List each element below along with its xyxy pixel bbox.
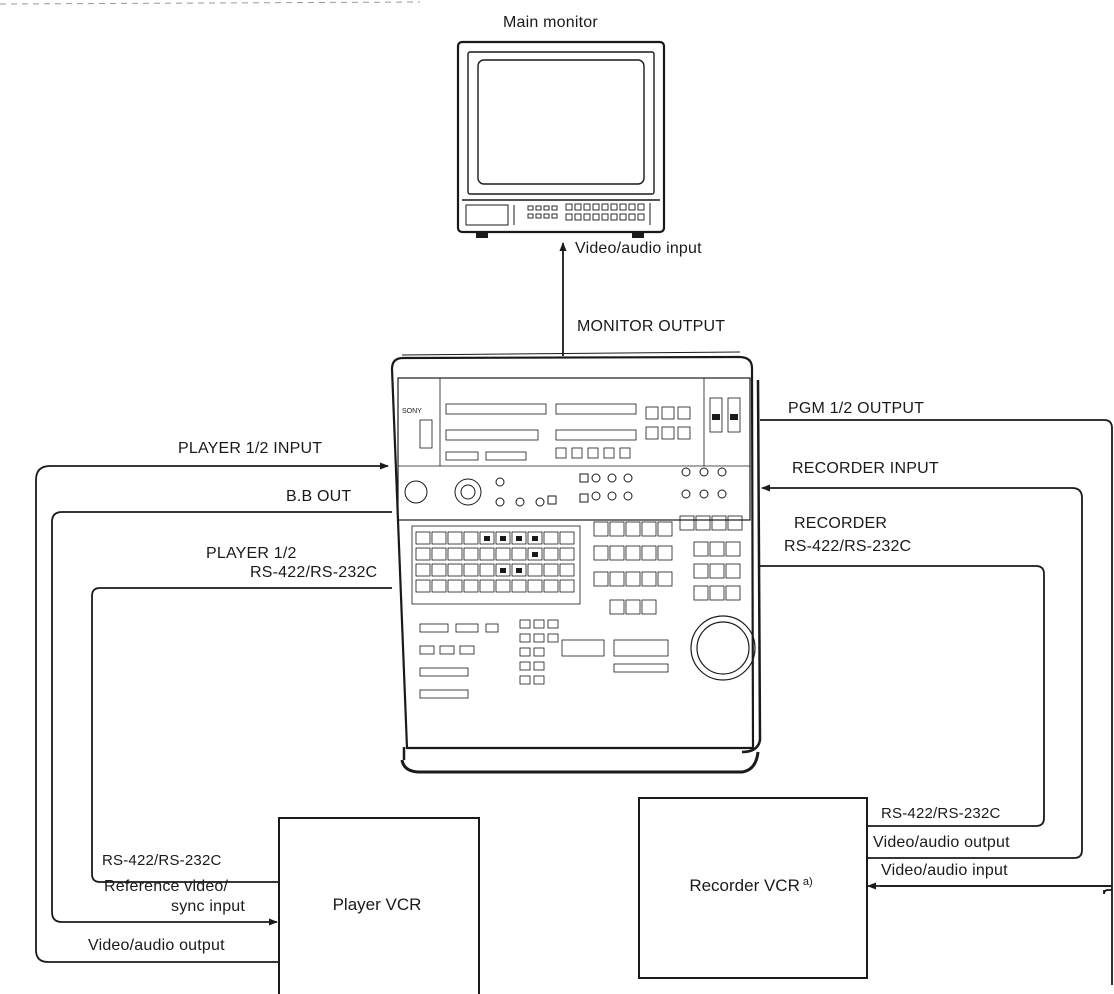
player-vcr-av-output-label: Video/audio output bbox=[88, 937, 225, 954]
recorder-vcr-av-output-label: Video/audio output bbox=[873, 834, 1010, 851]
recorder-vcr-rs-label: RS-422/RS-232C bbox=[881, 805, 1001, 822]
monitor-output-label: MONITOR OUTPUT bbox=[577, 318, 726, 335]
player-vcr-box bbox=[278, 817, 480, 994]
recorder-vcr-note: a) bbox=[802, 876, 813, 888]
recorder-rs-label-line2: RS-422/RS-232C bbox=[784, 538, 912, 555]
player-vcr: Player VCR bbox=[279, 818, 475, 992]
cable-player-rs bbox=[91, 587, 392, 883]
recorder-vcr-box bbox=[638, 797, 868, 979]
player-rs-label-line1: PLAYER 1/2 bbox=[206, 545, 297, 562]
main-monitor-label: Main monitor bbox=[503, 14, 598, 31]
monitor-input-label: Video/audio input bbox=[575, 240, 702, 257]
edit-controller-device: SONY bbox=[390, 351, 762, 774]
pgm-output-label: PGM 1/2 OUTPUT bbox=[788, 400, 925, 417]
recorder-input-label: RECORDER INPUT bbox=[792, 460, 939, 477]
bb-out-label: B.B OUT bbox=[286, 488, 352, 505]
cable-recorder-input bbox=[761, 484, 1083, 859]
recorder-rs-label-line1: RECORDER bbox=[794, 515, 888, 532]
cable-recorder-rs bbox=[758, 565, 1045, 827]
player-input-label: PLAYER 1/2 INPUT bbox=[178, 440, 323, 457]
cable-player-input bbox=[35, 462, 389, 963]
main-monitor-device bbox=[456, 40, 666, 238]
recorder-vcr-label: Recorder VCR bbox=[689, 876, 800, 895]
player-vcr-ref-label-line2: sync input bbox=[171, 898, 246, 915]
scan-edge-line bbox=[0, 1, 421, 5]
recorder-vcr-av-input-label: Video/audio input bbox=[881, 862, 1008, 879]
player-vcr-ref-label-line1: Reference video/ bbox=[104, 878, 229, 895]
player-vcr-rs-label: RS-422/RS-232C bbox=[102, 852, 222, 869]
cable-bb-out bbox=[51, 511, 392, 926]
jog-dial-icon bbox=[690, 615, 756, 681]
player-rs-label-line2: RS-422/RS-232C bbox=[250, 564, 378, 581]
player-vcr-label: Player VCR bbox=[332, 895, 422, 914]
controller-brand-logo: SONY bbox=[402, 408, 422, 415]
